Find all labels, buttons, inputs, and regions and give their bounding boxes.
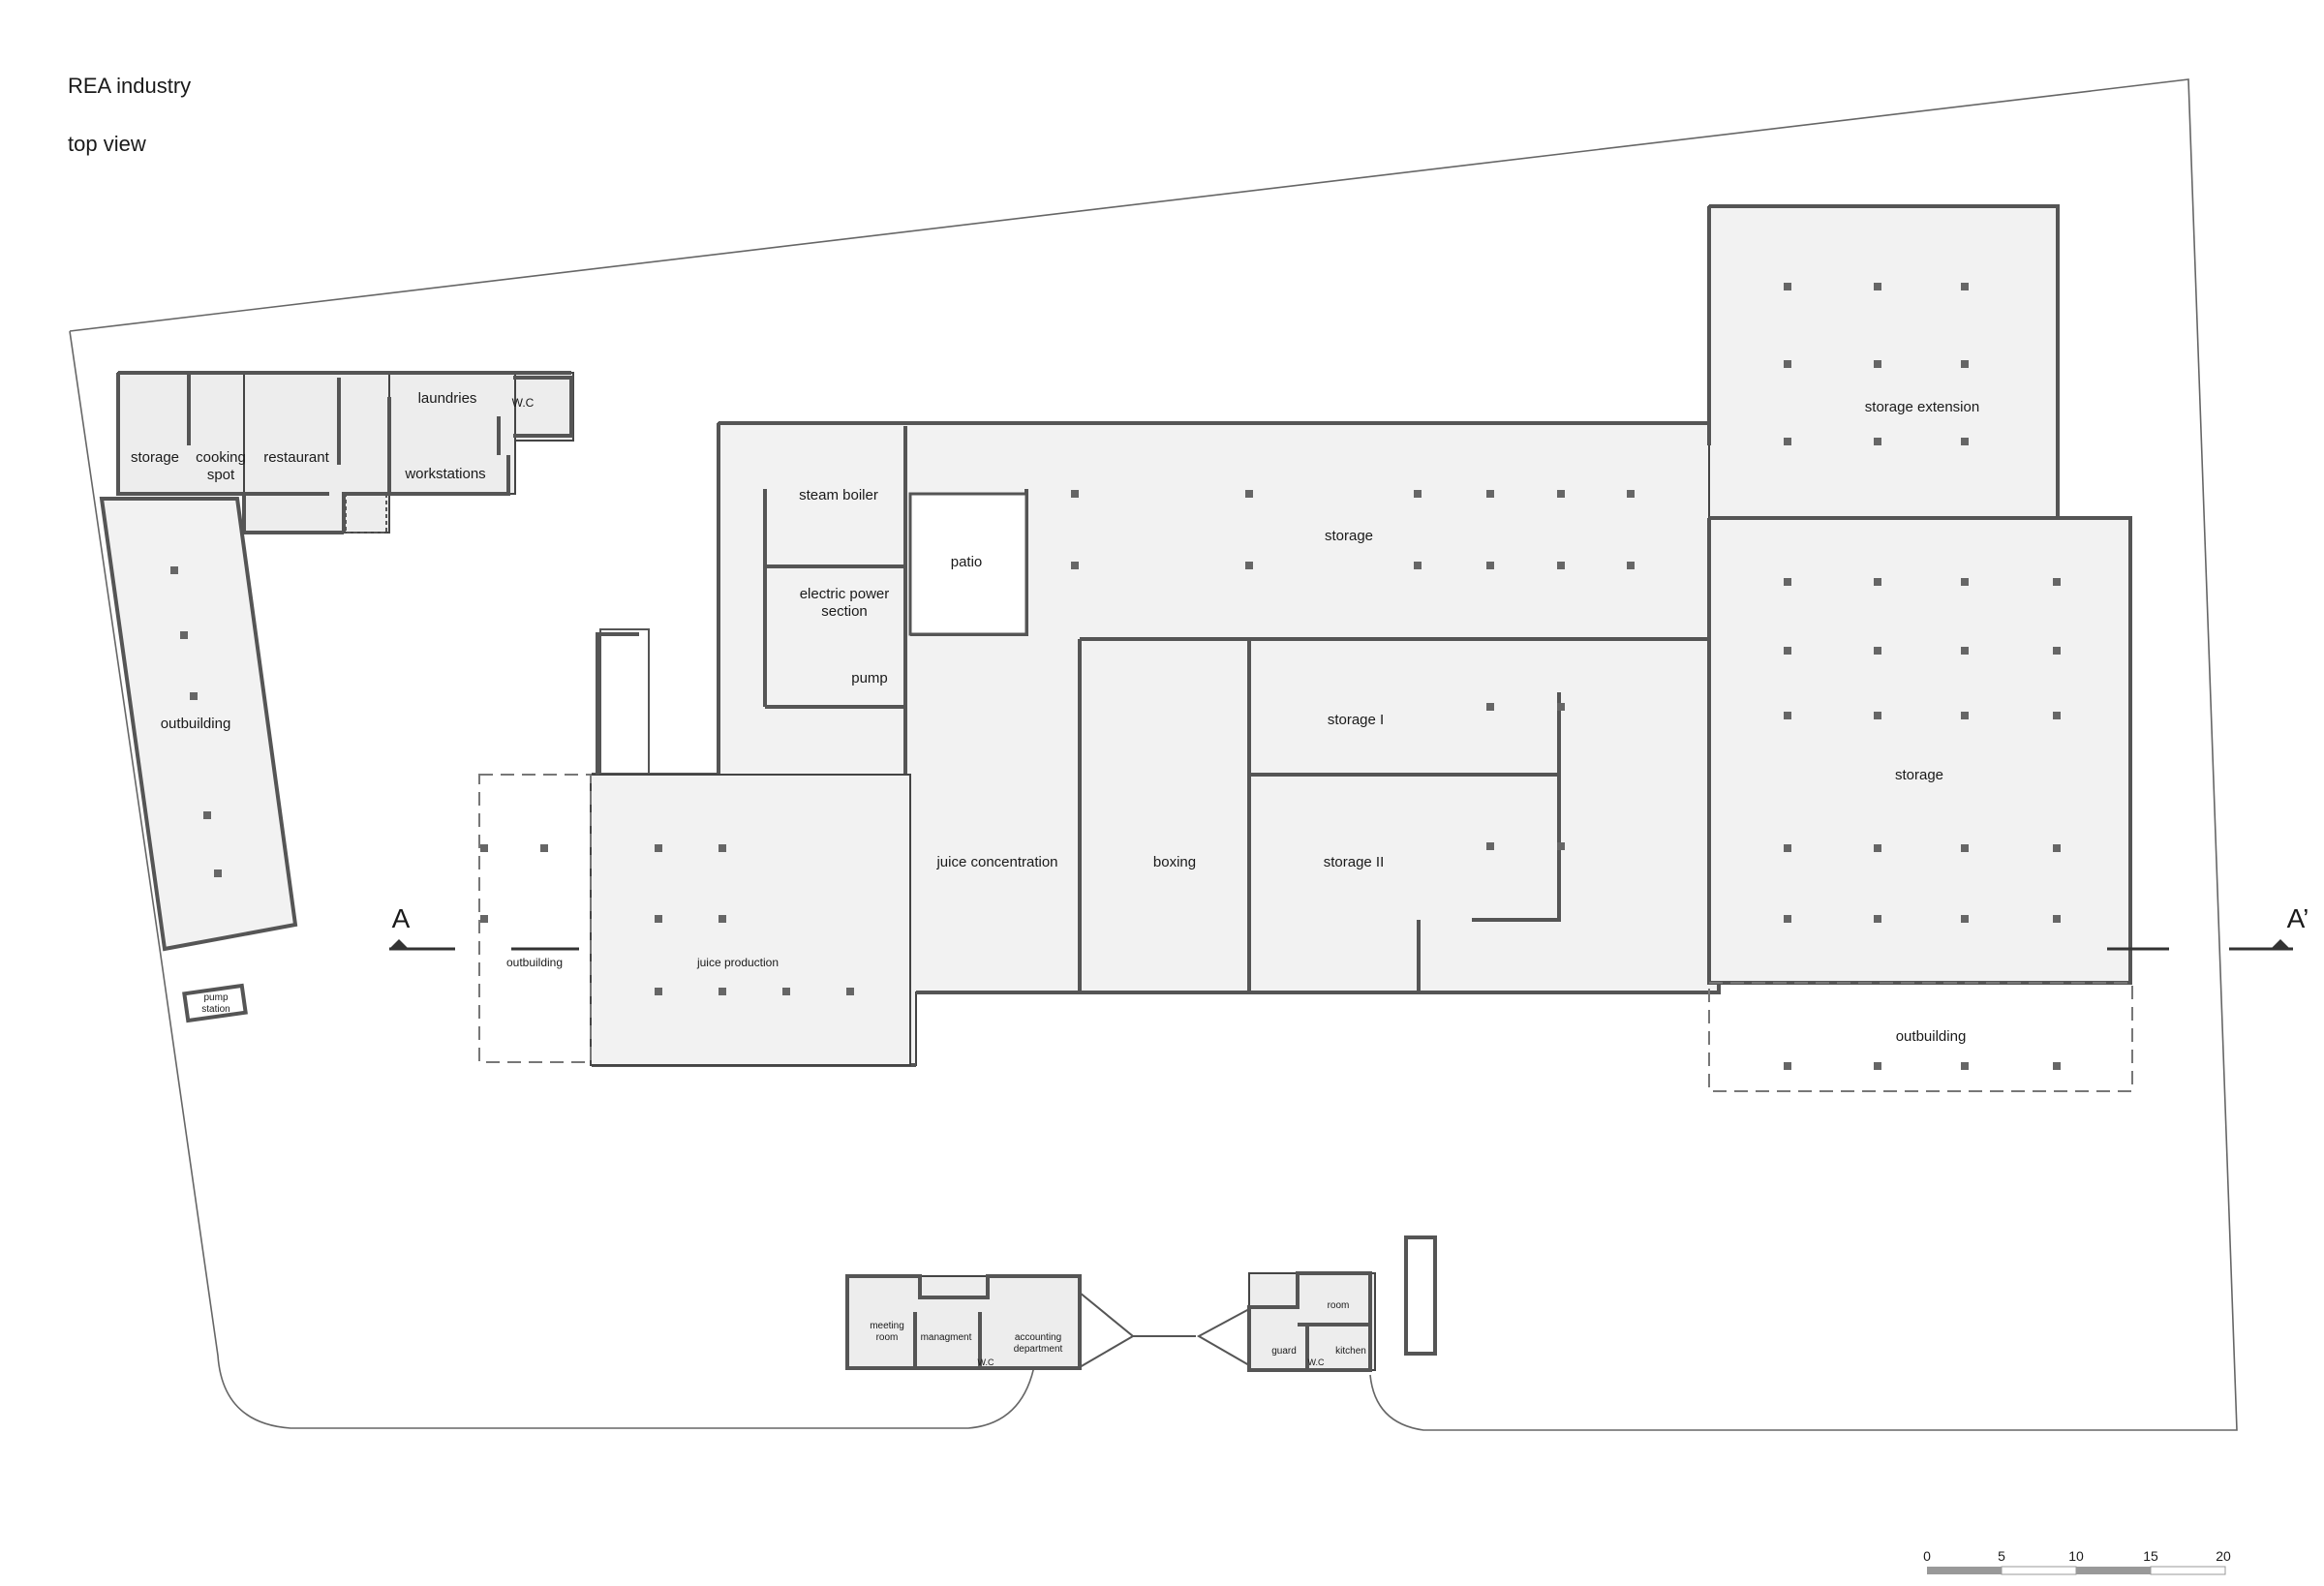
label-storage-1: storage I xyxy=(1328,712,1384,728)
label-storage-2: storage II xyxy=(1324,854,1385,870)
label-wc-guard: W.C xyxy=(1308,1357,1325,1367)
label-storage-main: storage xyxy=(1325,528,1373,544)
scale-tick-20: 20 xyxy=(2216,1548,2231,1564)
label-boxing: boxing xyxy=(1153,854,1196,870)
column-grid xyxy=(170,283,2061,1070)
label-pump: pump xyxy=(851,670,888,686)
label-guard: guard xyxy=(1271,1346,1297,1357)
label-storage-right: storage xyxy=(1895,767,1943,783)
label-storage-extension: storage extension xyxy=(1865,399,1979,415)
label-section-a: A xyxy=(392,903,411,933)
label-outbuilding-mid: outbuilding xyxy=(506,956,563,969)
main-factory xyxy=(478,421,1733,1067)
drawing-title: REA industry xyxy=(68,74,192,98)
pump-station xyxy=(182,983,248,1023)
scale-tick-10: 10 xyxy=(2068,1548,2084,1564)
office-building xyxy=(845,1274,1196,1370)
scale-tick-5: 5 xyxy=(1998,1548,2005,1564)
label-juice-concentration: juice concentration xyxy=(935,854,1057,870)
label-wc-office: W.C xyxy=(978,1357,994,1367)
label-kitchen: kitchen xyxy=(1335,1346,1366,1357)
right-storage-block xyxy=(1707,516,2133,1092)
guard-building xyxy=(1196,1235,1437,1372)
label-storage-small: storage xyxy=(131,449,179,466)
storage-extension-block xyxy=(1707,204,2060,519)
label-laundries: laundries xyxy=(418,390,477,407)
section-markers xyxy=(389,939,2293,951)
label-outbuilding-right: outbuilding xyxy=(1896,1028,1967,1045)
scale-tick-15: 15 xyxy=(2143,1548,2158,1564)
label-workstations: workstations xyxy=(404,466,485,482)
label-juice-production: juice production xyxy=(696,956,779,969)
services-block xyxy=(116,371,574,534)
label-wc-top: W.C xyxy=(512,396,535,410)
label-patio: patio xyxy=(951,554,983,570)
label-steam-boiler: steam boiler xyxy=(799,487,878,503)
scale-bar: 0 5 10 15 20 xyxy=(1923,1548,2231,1575)
drawing-subtitle: top view xyxy=(68,132,146,156)
scale-tick-0: 0 xyxy=(1923,1548,1931,1564)
label-room: room xyxy=(1328,1300,1350,1311)
label-outbuilding-left: outbuilding xyxy=(161,716,231,732)
label-managment: managment xyxy=(921,1332,972,1343)
site-boundary xyxy=(69,78,2238,1431)
label-section-a-prime: A’ xyxy=(2287,903,2309,933)
label-restaurant: restaurant xyxy=(263,449,329,466)
